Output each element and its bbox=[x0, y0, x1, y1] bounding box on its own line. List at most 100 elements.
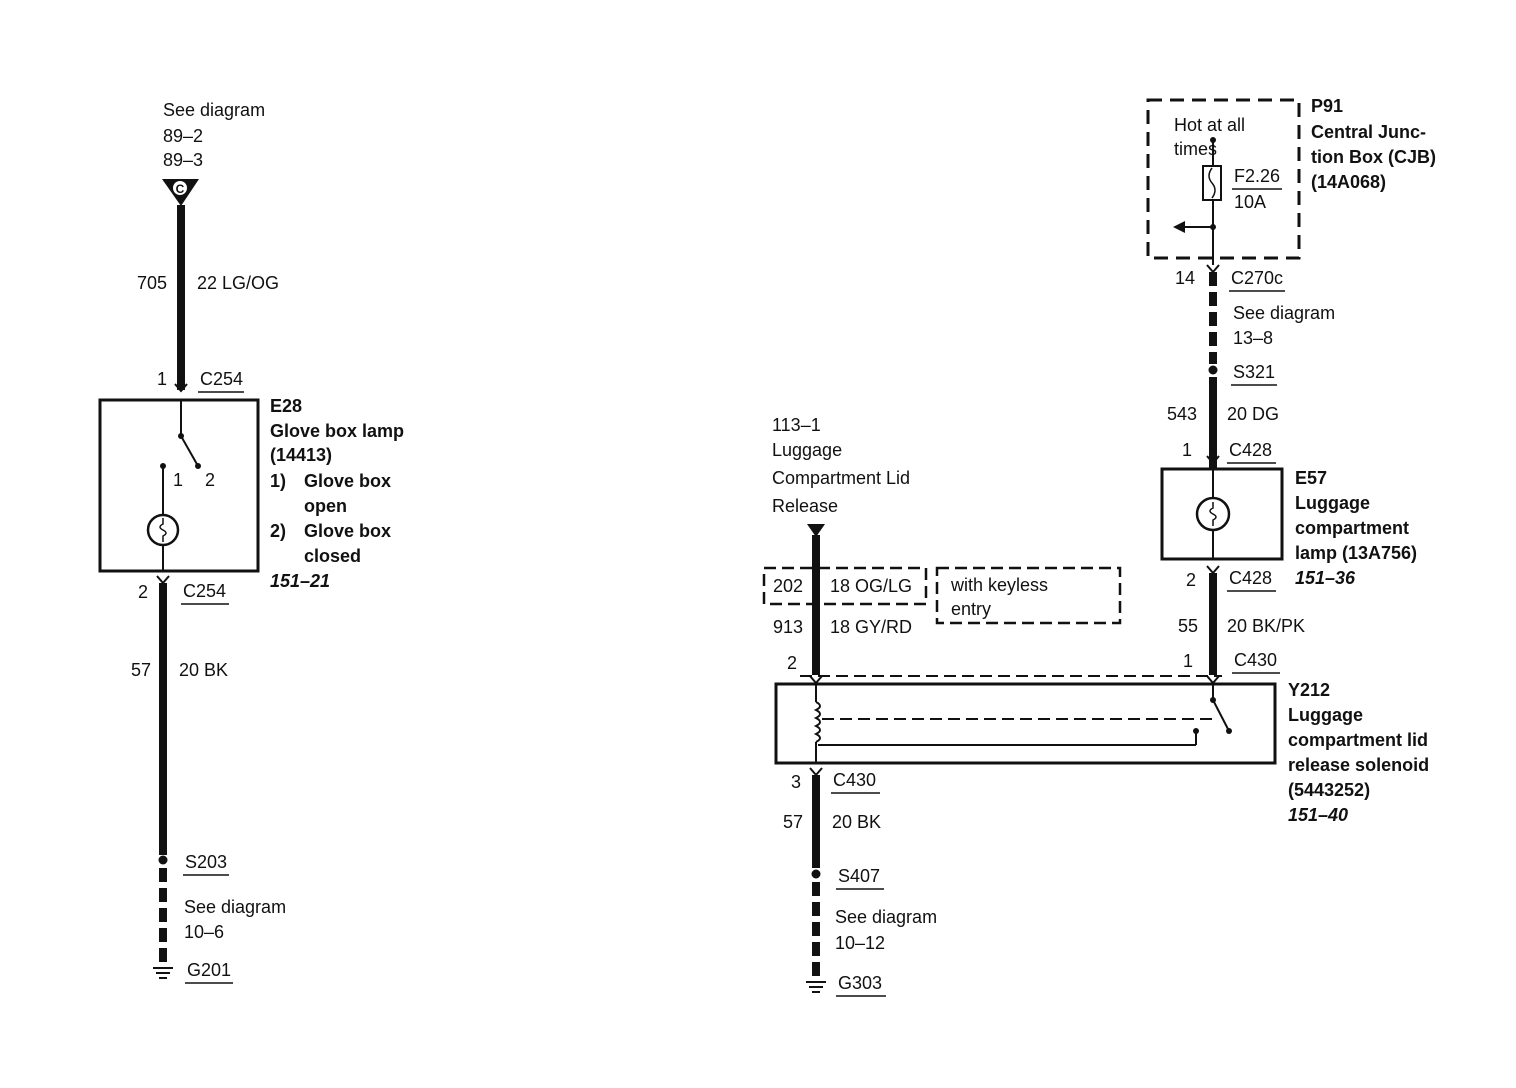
see-diagram-label: See diagram bbox=[184, 897, 286, 917]
diagram-ref: 89–3 bbox=[163, 150, 203, 170]
component-id: E28 bbox=[270, 396, 302, 416]
connector-c254-bottom: C254 bbox=[183, 581, 226, 601]
connector-pin: 1 bbox=[1183, 651, 1193, 671]
solenoid-coil-icon bbox=[813, 701, 821, 743]
component-ref: 151–36 bbox=[1295, 568, 1356, 588]
note-text: open bbox=[304, 496, 347, 516]
connector-c428-bottom: C428 bbox=[1229, 568, 1272, 588]
switch-contact bbox=[195, 463, 201, 469]
connector-pin: 14 bbox=[1175, 268, 1195, 288]
connector-c270c: C270c bbox=[1231, 268, 1283, 288]
connector-c430-bottom: C430 bbox=[833, 770, 876, 790]
circuit-number: 57 bbox=[783, 812, 803, 832]
connector-pin: 2 bbox=[787, 653, 797, 673]
switch-contact bbox=[1226, 728, 1232, 734]
component-title: Luggage bbox=[1295, 493, 1370, 513]
note-number: 1) bbox=[270, 471, 286, 491]
ground-g303: G303 bbox=[838, 973, 882, 993]
circuit-number: 543 bbox=[1167, 404, 1197, 424]
connector-c254-top: C254 bbox=[200, 369, 243, 389]
luggage-lamp-box bbox=[1160, 467, 1284, 561]
component-ref: 151–40 bbox=[1288, 805, 1348, 825]
connector-chevron-icon bbox=[156, 575, 170, 585]
component-title: release solenoid bbox=[1288, 755, 1429, 775]
ground-icon bbox=[806, 981, 826, 993]
component-title: Central Junc- bbox=[1311, 122, 1426, 142]
component-id: Y212 bbox=[1288, 680, 1330, 700]
wire-gauge-color: 18 GY/RD bbox=[830, 617, 912, 637]
connector-pin: 3 bbox=[791, 772, 801, 792]
lid-release-label: Luggage bbox=[772, 440, 842, 460]
connector-triangle-icon bbox=[807, 524, 825, 537]
note-text: Glove box bbox=[304, 471, 391, 491]
circuit-number: 705 bbox=[137, 273, 167, 293]
keyless-note-box bbox=[935, 566, 1122, 625]
connector-chevron-icon bbox=[1206, 264, 1220, 274]
connector-c-circle bbox=[173, 181, 187, 195]
diagram-ref: 10–6 bbox=[184, 922, 224, 942]
lamp-filament bbox=[159, 518, 167, 542]
connector-pin: 1 bbox=[157, 369, 167, 389]
wire-gauge-color: 18 OG/LG bbox=[830, 576, 912, 596]
ground-icon bbox=[153, 967, 173, 979]
component-part-number: (5443252) bbox=[1288, 780, 1370, 800]
diagram-ref: 13–8 bbox=[1233, 328, 1273, 348]
note-number: 2) bbox=[270, 521, 286, 541]
lid-release-ref: 113–1 bbox=[772, 415, 821, 435]
component-part-number: (14413) bbox=[270, 445, 332, 465]
splice-s407: S407 bbox=[838, 866, 880, 886]
wire-gauge-color: 20 BK bbox=[179, 660, 228, 680]
fuse-element bbox=[1208, 167, 1216, 199]
lamp-filament bbox=[1209, 502, 1217, 526]
connector-c428-top: C428 bbox=[1229, 440, 1272, 460]
arrow-left-icon bbox=[1173, 221, 1185, 233]
connector-pin: 2 bbox=[1186, 570, 1196, 590]
cjb-box bbox=[1146, 98, 1301, 260]
switch-arm bbox=[1212, 699, 1230, 732]
note-text: Glove box bbox=[304, 521, 391, 541]
splice-dot bbox=[158, 855, 168, 865]
switch-arm bbox=[180, 435, 199, 467]
switch-pin-2: 2 bbox=[205, 470, 215, 490]
lid-release-label: Compartment Lid bbox=[772, 468, 910, 488]
fuse-id: F2.26 bbox=[1234, 166, 1280, 186]
connector-chevron-icon bbox=[1206, 565, 1220, 575]
solenoid-box bbox=[774, 682, 1277, 765]
splice-s321: S321 bbox=[1233, 362, 1275, 382]
circuit-number: 57 bbox=[131, 660, 151, 680]
hot-at-all-times: Hot at all bbox=[1174, 115, 1245, 135]
connector-c-letter: C bbox=[176, 182, 185, 196]
component-title: tion Box (CJB) bbox=[1311, 147, 1436, 167]
connector-pin: 1 bbox=[1182, 440, 1192, 460]
diagram-ref: 89–2 bbox=[163, 126, 203, 146]
component-title: compartment lid bbox=[1288, 730, 1428, 750]
splice-dot bbox=[811, 869, 821, 879]
component-ref: 151–21 bbox=[270, 571, 330, 591]
ground-g201: G201 bbox=[187, 960, 231, 980]
see-diagram-label: See diagram bbox=[1233, 303, 1335, 323]
connector-c430-top: C430 bbox=[1234, 650, 1277, 670]
connector-chevron-icon bbox=[174, 383, 188, 393]
note-text: closed bbox=[304, 546, 361, 566]
diagram-ref: 10–12 bbox=[835, 933, 885, 953]
circuit-number: 202 bbox=[773, 576, 803, 596]
connector-chevron-icon bbox=[809, 675, 823, 685]
wire-gauge-color: 20 DG bbox=[1227, 404, 1279, 424]
hot-at-all-times: times bbox=[1174, 139, 1217, 159]
component-title: lamp (13A756) bbox=[1295, 543, 1417, 563]
fuse-rating: 10A bbox=[1234, 192, 1266, 212]
keyless-note: with keyless bbox=[950, 575, 1048, 595]
component-part-number: (14A068) bbox=[1311, 172, 1386, 192]
connector-pin: 2 bbox=[138, 582, 148, 602]
keyless-note: entry bbox=[951, 599, 991, 619]
wire-gauge-color: 20 BK bbox=[832, 812, 881, 832]
lid-release-label: Release bbox=[772, 496, 838, 516]
see-diagram-label: See diagram bbox=[163, 100, 265, 120]
splice-dot bbox=[1208, 365, 1218, 375]
option-wire-box bbox=[762, 566, 928, 606]
wire-gauge-color: 22 LG/OG bbox=[197, 273, 279, 293]
see-diagram-label: See diagram bbox=[835, 907, 937, 927]
connector-chevron-icon bbox=[809, 767, 823, 777]
